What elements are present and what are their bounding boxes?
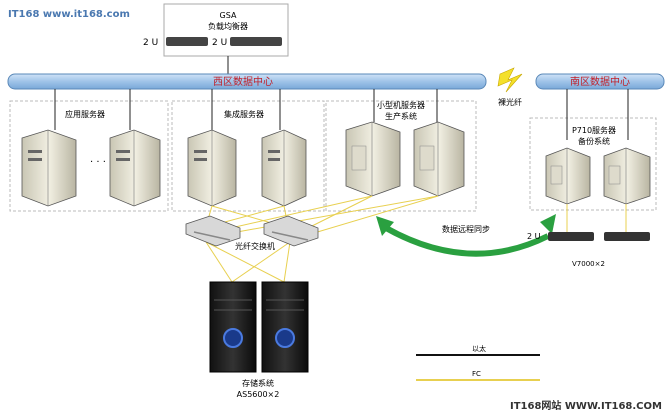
south-datacenter-bus: 南区数据中心 (535, 73, 665, 90)
legend: 以太 FC (416, 344, 540, 381)
balancer-device-left (166, 37, 208, 46)
watermark-bottom: IT168网站 WWW.IT168.COM (510, 399, 662, 412)
app-server-2 (109, 129, 161, 207)
integration-server-2 (261, 129, 307, 207)
gsa-unit-right: 2 U (212, 38, 227, 48)
app-server-label: 应用服务器 (65, 109, 105, 119)
gsa-subtitle: 负载均衡器 (208, 21, 248, 31)
watermark-top: IT168 www.it168.com (8, 9, 130, 20)
p-server-label: P710服务器 (572, 125, 616, 135)
replication-arrow (384, 225, 550, 257)
minicomputer-sub: 生产系统 (385, 111, 417, 121)
v7000-device-1 (548, 232, 594, 241)
p-server-group (529, 117, 657, 211)
minicomputer-server-2 (413, 121, 465, 197)
replication-arrowhead-left (376, 216, 394, 236)
integration-server-group (171, 100, 325, 212)
storage-rack-1 (209, 281, 257, 373)
minicomputer-group (325, 100, 477, 212)
gsa-title: GSA (220, 11, 237, 20)
minicomputer-server-1 (345, 121, 401, 197)
integration-server-label: 集成服务器 (224, 109, 264, 119)
legend-ethernet-label: 以太 (472, 344, 486, 353)
fiber-switch-label: 光纤交换机 (235, 241, 275, 251)
watermark-bg (505, 395, 667, 413)
fiber-link-icon: 裸光纤 (497, 67, 523, 107)
link-label: 裸光纤 (498, 97, 522, 107)
v7000-label: V7000×2 (572, 260, 605, 268)
storage-count-left: 2 U (527, 232, 541, 241)
gsa-load-balancer: GSA 负载均衡器 2 U 2 U (143, 3, 289, 57)
fiber-switch-2 (263, 215, 319, 247)
p-server-sub: 备份系统 (578, 136, 610, 146)
p-server-2 (603, 147, 651, 205)
v7000-device-2 (604, 232, 650, 241)
replication-label: 数据远程同步 (442, 224, 490, 234)
ethernet-drops (54, 89, 629, 140)
app-server-group (9, 100, 169, 212)
fiber-switch-1 (185, 215, 241, 247)
west-datacenter-bus: 西区数据中心 (7, 73, 487, 90)
p-server-1 (545, 147, 591, 205)
fc-links (205, 195, 627, 283)
integration-server-1 (187, 129, 237, 207)
storage-model: AS5600×2 (237, 390, 280, 399)
balancer-device-right (230, 37, 282, 46)
west-bus-label: 西区数据中心 (213, 75, 273, 88)
gsa-unit-left: 2 U (143, 38, 158, 48)
app-server-ellipsis: · · · (90, 157, 106, 168)
legend-fc-label: FC (472, 370, 481, 378)
south-bus-label: 南区数据中心 (570, 75, 630, 88)
app-server-1 (21, 129, 77, 207)
storage-label: 存储系统 (242, 378, 274, 388)
replication-arrowhead-right (540, 214, 556, 234)
storage-rack-2 (261, 281, 309, 373)
minicomputer-label: 小型机服务器 (377, 100, 425, 110)
